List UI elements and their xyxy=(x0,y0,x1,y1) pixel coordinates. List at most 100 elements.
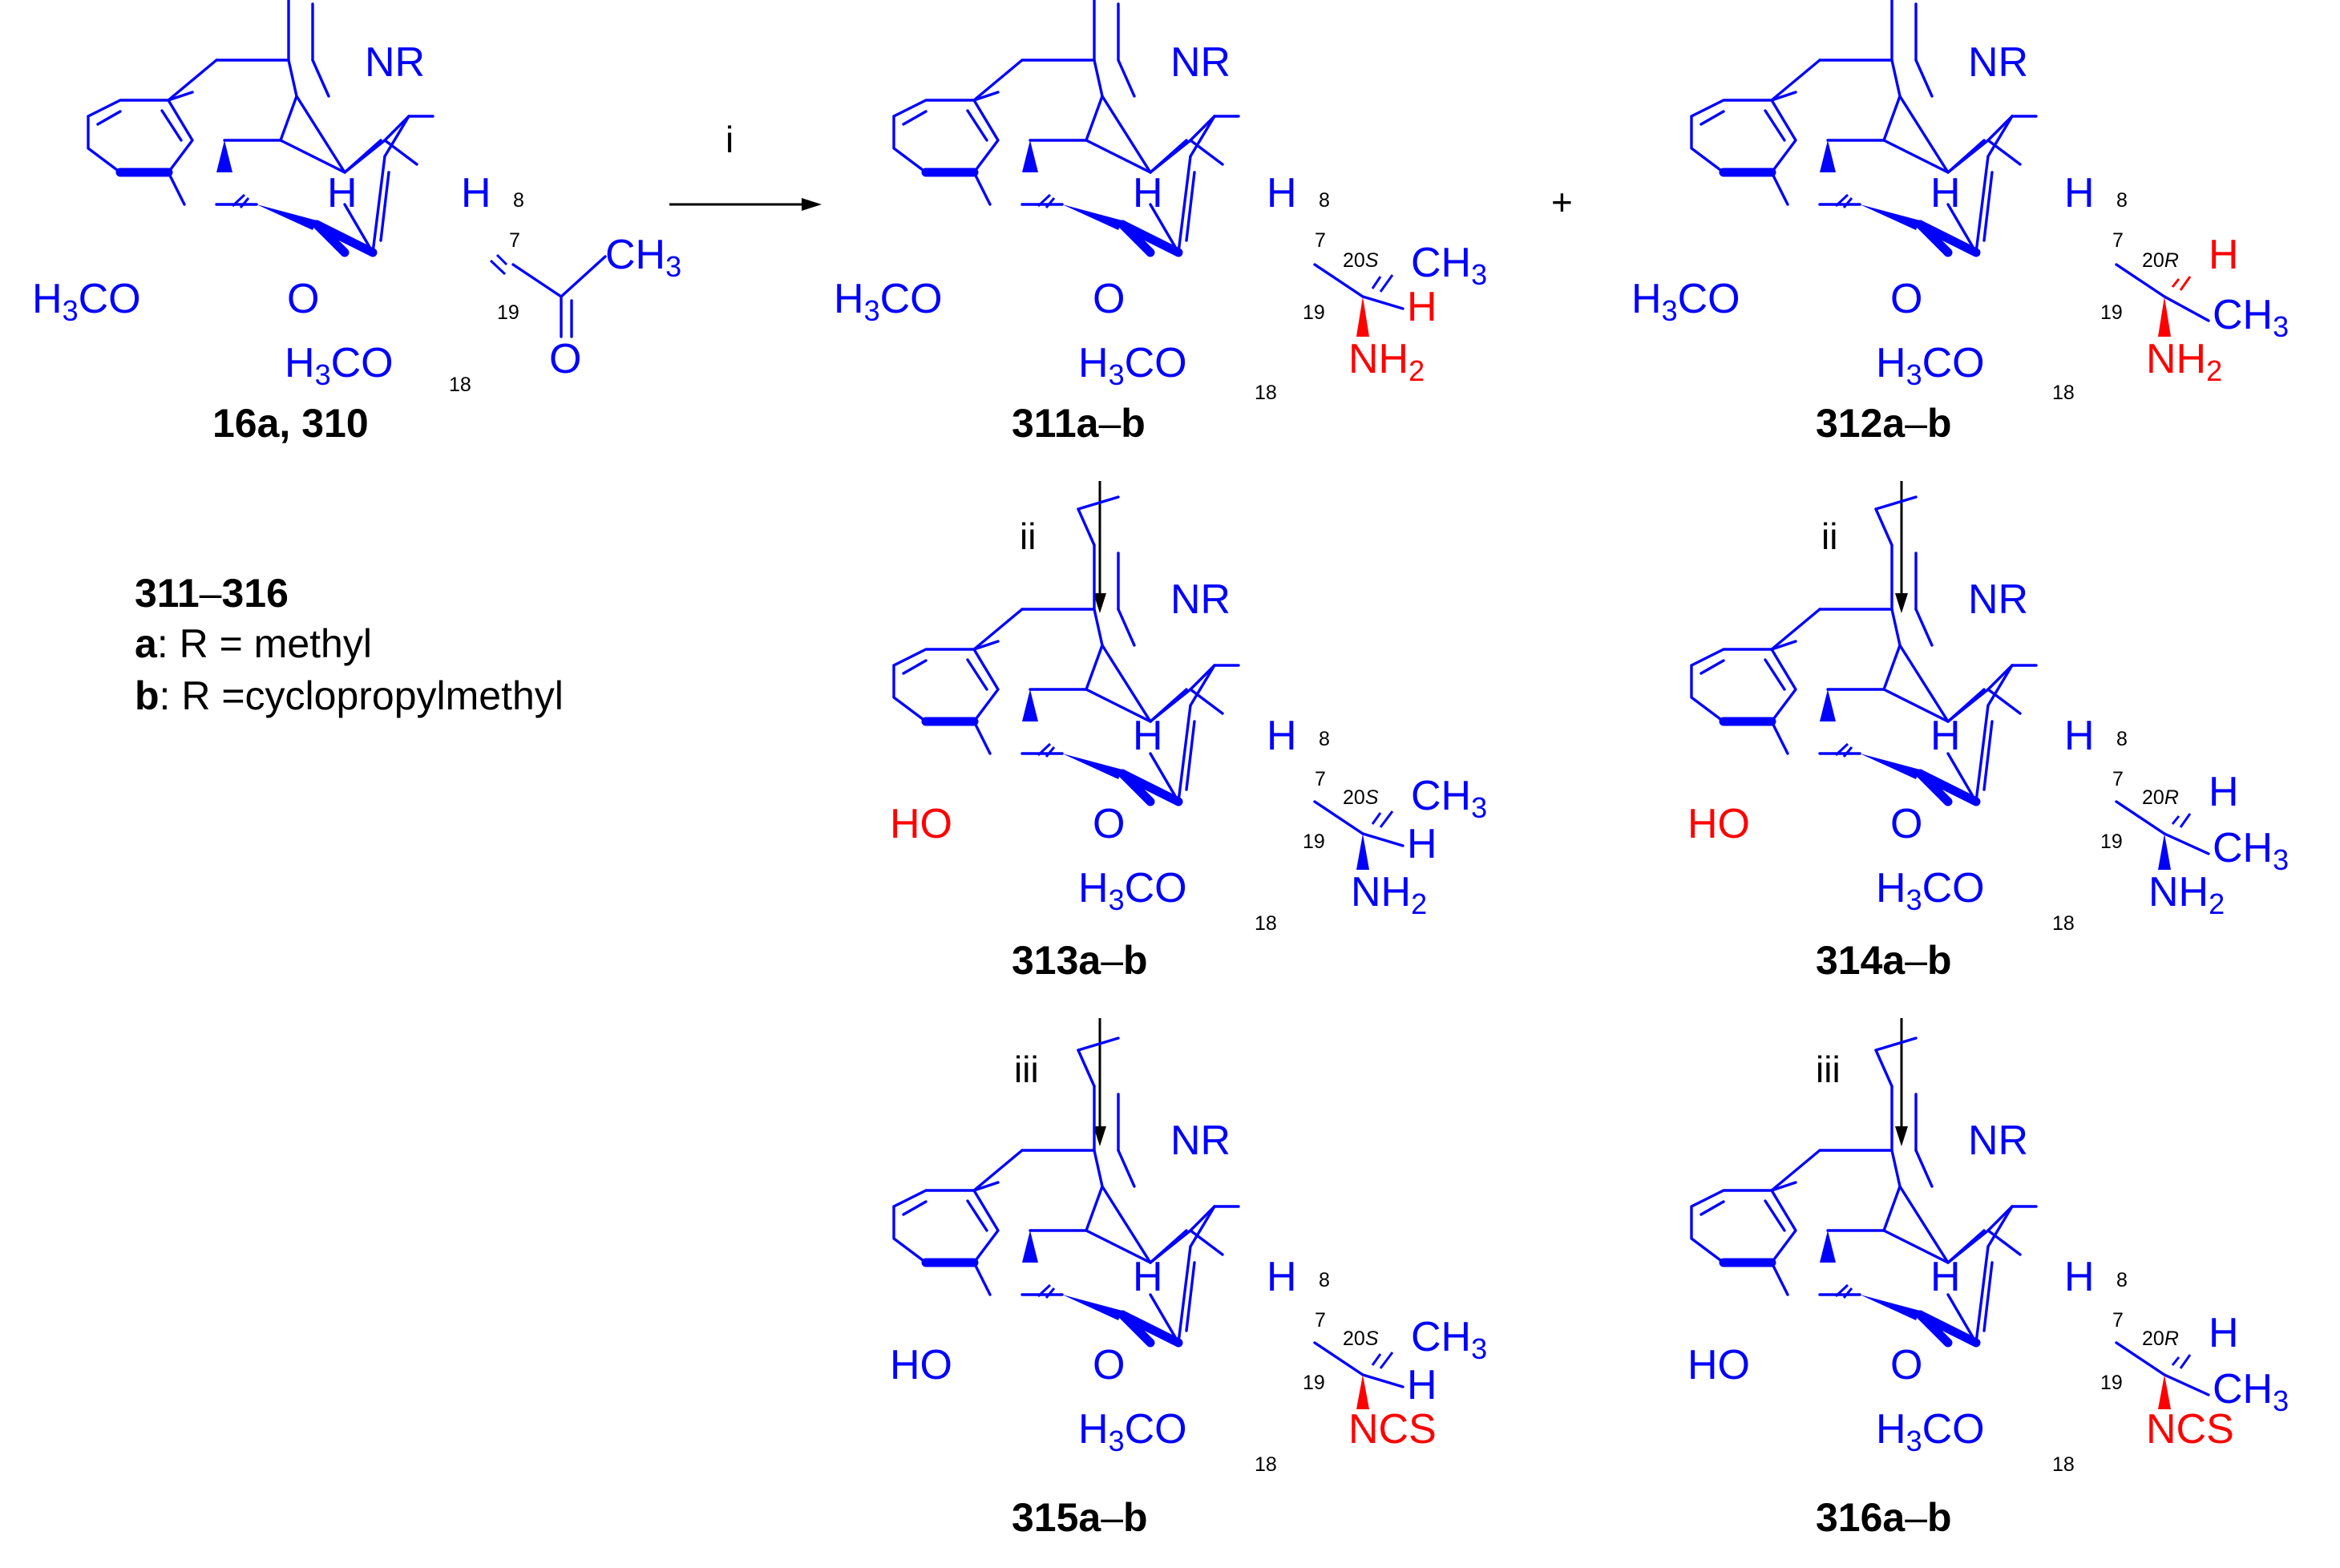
pos-18: 18 xyxy=(2052,1453,2075,1476)
atom-o-bridge: O xyxy=(287,276,319,322)
atom-h: H xyxy=(1930,170,1961,216)
pos-8: 8 xyxy=(2116,189,2128,212)
atom-ho-red: HO xyxy=(1687,801,1750,847)
pos-7: 7 xyxy=(1315,768,1326,790)
atom-ho: HO xyxy=(1687,1342,1750,1388)
reagent-iii-left: iii xyxy=(1014,1049,1039,1090)
compound-label-315: 315a–b xyxy=(1012,1495,1148,1540)
atom-ncs-red: NCS xyxy=(2146,1406,2234,1453)
atom-h: H xyxy=(1930,1254,1961,1300)
structure-313 xyxy=(894,497,1239,802)
acetyl-group xyxy=(489,253,607,338)
structure-311 xyxy=(894,0,1239,253)
pos-19: 19 xyxy=(2100,1372,2123,1394)
atom-o-bridge: O xyxy=(1890,276,1922,322)
side-chain-20r xyxy=(2115,263,2210,337)
arrowhead-iii-left xyxy=(1093,1126,1106,1146)
atom-nr: NR xyxy=(1968,39,2028,86)
atom-h: H xyxy=(2209,769,2239,815)
atom-nh2: NH2 xyxy=(2148,869,2225,920)
atom-h3co-6: H3CO xyxy=(1078,1406,1187,1457)
atom-ch3: CH3 xyxy=(2213,1366,2289,1417)
pos-18: 18 xyxy=(2052,912,2075,935)
pos-7: 7 xyxy=(2112,229,2124,252)
compound-label-314: 314a–b xyxy=(1816,938,1952,983)
atom-o-bridge: O xyxy=(1093,801,1125,847)
pos-20r: 20R xyxy=(2142,249,2179,272)
structure-316 xyxy=(1691,1038,2036,1343)
pos-20s: 20S xyxy=(1343,249,1379,272)
pos-20s: 20S xyxy=(1343,1328,1379,1350)
atom-o-bridge: O xyxy=(1093,1342,1125,1388)
side-chain-20s xyxy=(1313,800,1404,870)
atom-h: H xyxy=(2064,1254,2095,1300)
side-chain-20r xyxy=(2115,800,2210,870)
atom-h: H xyxy=(1267,1254,1297,1300)
pos-19: 19 xyxy=(1303,830,1325,853)
pos-7: 7 xyxy=(1315,1309,1326,1332)
legend-b: b: R =cyclopropylmethyl xyxy=(135,673,564,718)
atom-h: H xyxy=(1133,170,1163,216)
pos-8: 8 xyxy=(1319,189,1330,212)
atom-nh2: NH2 xyxy=(2146,336,2222,387)
atom-ch3: CH3 xyxy=(1411,773,1487,824)
compound-label-16a-310: 16a, 310 xyxy=(212,401,369,446)
side-chain-20s xyxy=(1313,1341,1404,1409)
legend-a: a: R = methyl xyxy=(135,621,372,666)
atom-nh2: NH2 xyxy=(1351,869,1427,920)
pos-7: 7 xyxy=(2112,1309,2124,1332)
pos-8: 8 xyxy=(1319,1269,1330,1291)
compound-label-313: 313a–b xyxy=(1012,938,1148,983)
pos-19: 19 xyxy=(2100,830,2123,853)
compound-label-312: 312a–b xyxy=(1816,401,1952,446)
atom-h3co: H3CO xyxy=(1631,276,1740,327)
atom-o-bridge: O xyxy=(1890,801,1922,847)
legend-range: 311–316 xyxy=(135,571,289,616)
structure-315 xyxy=(894,1038,1239,1343)
atom-h: H xyxy=(1407,1362,1437,1408)
pos-18: 18 xyxy=(1255,1453,1277,1476)
compound-label-316: 316a–b xyxy=(1816,1495,1952,1540)
atom-ch3: CH3 xyxy=(2213,825,2289,876)
pos-19: 19 xyxy=(497,301,519,324)
pos-7: 7 xyxy=(2112,768,2124,790)
pos-8: 8 xyxy=(2116,728,2128,750)
atom-ch3: CH3 xyxy=(2213,292,2289,343)
atom-h3co-6: H3CO xyxy=(1876,340,1985,391)
atom-h: H xyxy=(1267,170,1297,216)
atom-nh2: NH2 xyxy=(1348,336,1425,387)
atom-h-red: H xyxy=(1407,284,1437,330)
atom-nr: NR xyxy=(1170,39,1231,86)
atom-h: H xyxy=(1267,713,1297,759)
arrowhead-ii-left xyxy=(1093,593,1106,613)
atom-h3co-6: H3CO xyxy=(285,340,394,391)
pos-19: 19 xyxy=(1303,301,1325,324)
atom-ch3: CH3 xyxy=(1411,240,1487,291)
reagent-ii-right: ii xyxy=(1821,515,1837,557)
atom-h: H xyxy=(2064,713,2095,759)
atom-ch3: CH3 xyxy=(605,232,681,283)
pos-8: 8 xyxy=(1319,728,1330,750)
reagent-i: i xyxy=(725,119,734,160)
atom-ho-red: HO xyxy=(890,801,952,847)
atom-ch3: CH3 xyxy=(1411,1314,1487,1365)
reagent-iii-right: iii xyxy=(1816,1049,1841,1090)
atom-nr: NR xyxy=(365,39,425,86)
pos-7: 7 xyxy=(1315,229,1326,252)
atom-nr: NR xyxy=(1170,576,1231,623)
atom-h: H xyxy=(1930,713,1961,759)
atom-nr: NR xyxy=(1968,1117,2028,1164)
pos-18: 18 xyxy=(1255,912,1277,935)
pos-7: 7 xyxy=(509,229,520,252)
structure-16a-310 xyxy=(88,0,433,253)
side-chain-20r xyxy=(2115,1341,2210,1409)
atom-h: H xyxy=(2064,170,2095,216)
pos-18: 18 xyxy=(2052,382,2075,404)
atom-nr: NR xyxy=(1968,576,2028,623)
structure-312 xyxy=(1691,0,2036,253)
atom-h: H xyxy=(1133,1254,1163,1300)
side-chain-20s xyxy=(1313,263,1404,337)
pos-20r: 20R xyxy=(2142,1328,2179,1350)
pos-18: 18 xyxy=(449,374,471,396)
